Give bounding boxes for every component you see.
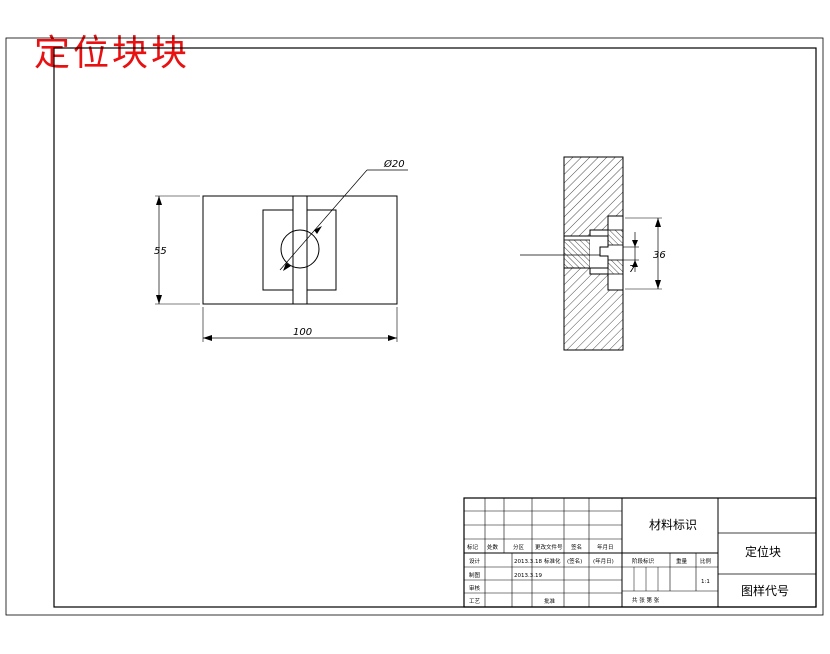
title-block [463,497,817,608]
tb-mark: 标记 [467,543,479,551]
tb-sheets-label: 共 张 第 张 [632,596,660,604]
title-block-text: 标记 处数 分区 更改文件号 签名 年月日 设计 2013.3.18 标准化 (… [467,518,789,605]
tb-scale-label: 比例 [700,557,712,565]
tb-part-name: 定位块 [745,544,781,559]
tb-weight-label: 重量 [676,557,688,565]
tb-change-no: 更改文件号 [535,543,563,551]
width-label: 100 [293,327,312,338]
tb-scale-value: 1:1 [701,579,710,585]
inner-border [53,47,817,608]
tb-process-label: 工艺 [469,598,481,605]
diameter-label: Ø20 [383,158,405,170]
tb-date-placeholder: (年月日) [593,557,614,565]
side-section-view: 36 7 [520,156,666,351]
tb-date: 年月日 [597,543,614,551]
tb-design-date: 2013.3.18 [514,559,542,565]
tb-check-label: 审核 [469,584,481,592]
tb-drawing-code-label: 图样代号 [741,583,789,598]
diameter-leader [279,169,368,271]
tb-sign-placeholder: (签名) [567,557,582,565]
front-view: Ø20 55 100 [154,158,408,342]
tb-count: 处数 [487,543,499,551]
tb-drawing-date: 2013.3.19 [514,573,542,579]
depth-label: 7 [629,264,636,275]
slot-label: 36 [653,250,666,261]
pin-section [563,239,591,269]
tb-drawing-label: 制图 [469,571,481,579]
center-hole [280,229,320,269]
height-label: 55 [154,246,167,257]
title-stamp: 定位块块 [34,33,191,74]
tb-material-label: 材料标识 [649,518,697,532]
tb-approve-label: 批准 [544,597,556,605]
tb-zone: 分区 [513,543,525,551]
tb-design-label: 设计 [469,557,481,565]
outer-border [5,37,824,616]
tb-standardization: 标准化 [544,557,561,565]
tb-sign: 签名 [571,543,582,551]
tb-stage-label: 阶段标识 [632,557,655,565]
